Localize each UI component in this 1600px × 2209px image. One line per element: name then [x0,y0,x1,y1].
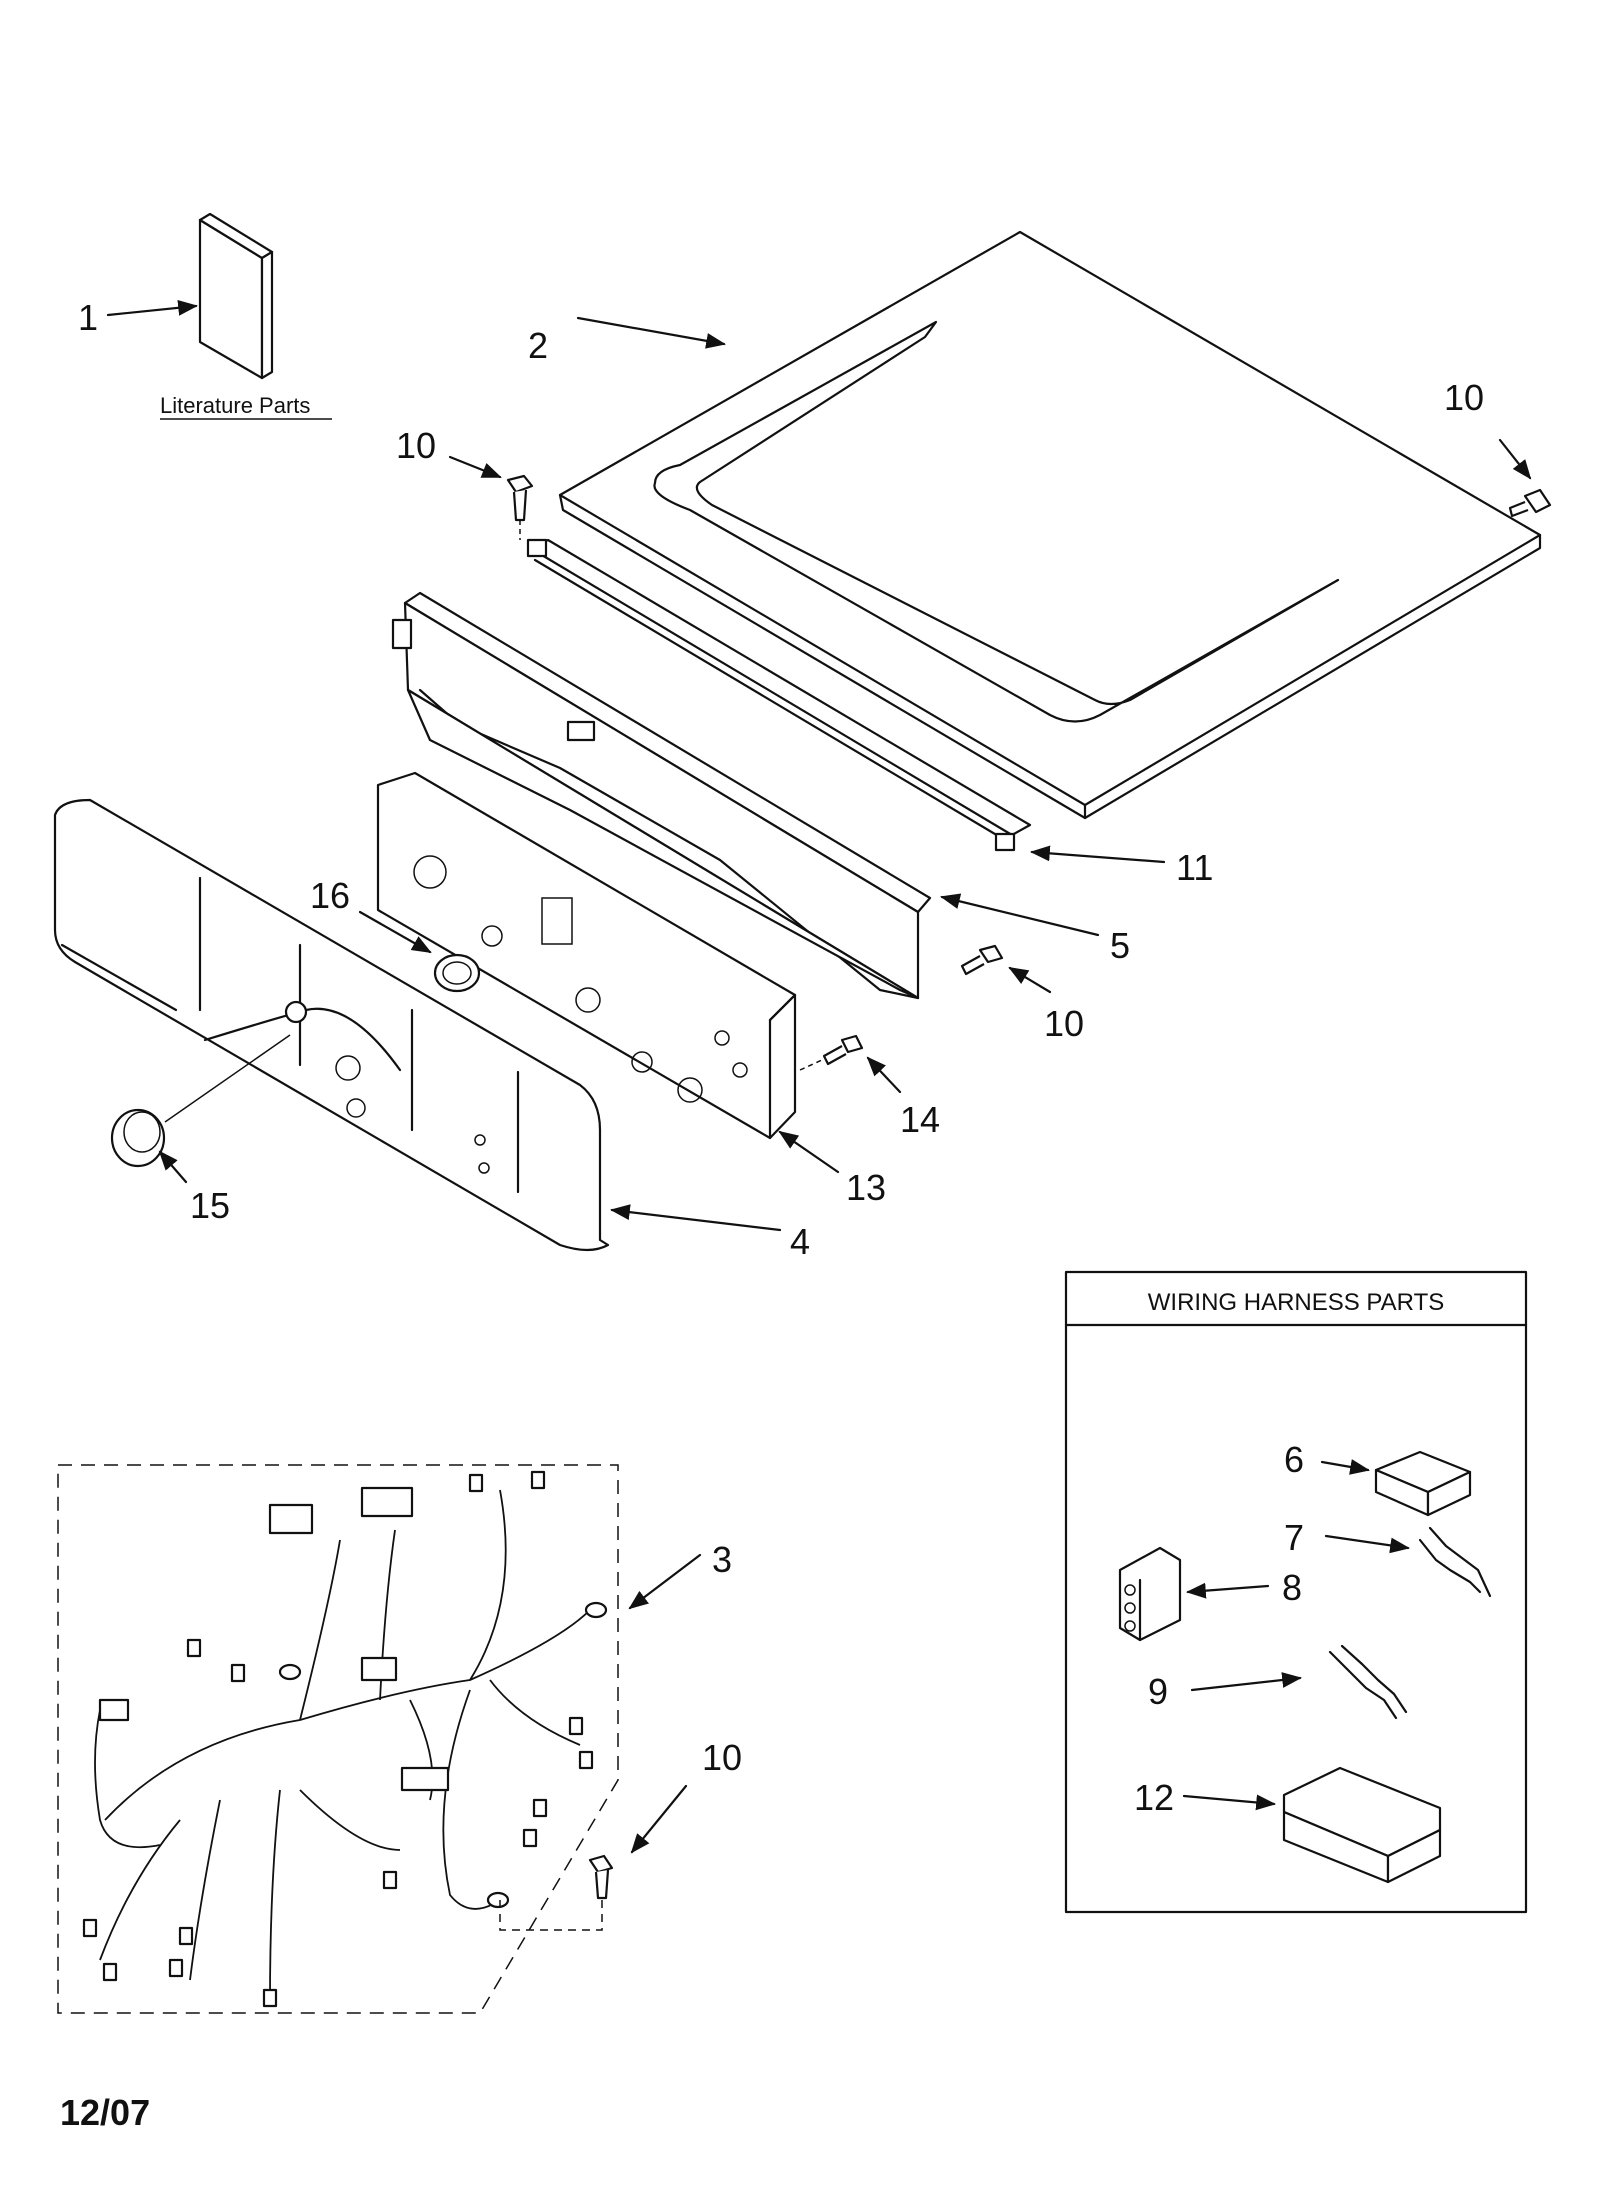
callout-10-bottom: 10 [702,1737,742,1778]
callout-6: 6 [1284,1439,1304,1480]
callout-arrow-6 [1320,1459,1370,1475]
callout-arrow-1 [106,299,198,317]
callout-arrow-3 [628,1553,702,1610]
harness-dashed-boundary [57,1464,619,2014]
screw-mid [960,944,1004,976]
connector-housing-12 [1282,1766,1442,1884]
callout-13: 13 [846,1167,886,1208]
callout-arrow-5 [940,893,1100,937]
harness-box-title: WIRING HARNESS PARTS [1148,1289,1444,1316]
wire-harness [82,1470,608,2008]
screw-top-left [506,474,534,522]
callout-arrow-10-top-left [448,455,502,479]
control-board [376,771,797,1140]
callout-11: 11 [1176,847,1213,888]
literature-parts-label: Literature Parts [160,393,310,418]
screw-top-right [1508,488,1552,518]
callout-arrow-13 [778,1130,840,1174]
callout-arrow-8 [1186,1582,1270,1599]
screw-bottom [588,1854,614,1900]
callout-10-top-left: 10 [396,425,436,466]
terminal-9 [1328,1644,1408,1720]
callout-10-mid: 10 [1044,1003,1084,1044]
callout-15: 15 [190,1185,230,1226]
callout-arrow-10-bottom [630,1784,688,1854]
callout-arrow-11 [1030,845,1166,864]
callout-arrow-9 [1190,1672,1302,1692]
callout-7: 7 [1284,1517,1304,1558]
callout-10-top-right: 10 [1444,377,1484,418]
screw14-guide [799,1059,823,1071]
callout-arrow-16 [358,910,432,954]
support-rail [526,538,1032,852]
callout-9: 9 [1148,1671,1168,1712]
knob [110,1108,166,1168]
callout-5: 5 [1110,925,1130,966]
console-panel [53,798,610,1252]
callout-12: 12 [1134,1777,1174,1818]
top-panel [558,230,1542,820]
date-code: 12/07 [60,2092,150,2133]
knob-ring [433,953,481,993]
screw-bottom-guide [499,1898,603,1931]
knob-guide-line [164,1034,291,1123]
callout-3: 3 [712,1539,732,1580]
callout-8: 8 [1282,1567,1302,1608]
callout-1: 1 [78,297,98,338]
callout-arrow-10-mid [1008,966,1052,994]
screw-14 [822,1034,864,1066]
callout-arrow-10-top-right [1498,438,1532,480]
wire-harness-group [57,1464,619,2014]
callout-arrow-15 [158,1150,188,1184]
callout-16: 16 [310,875,350,916]
callout-4: 4 [790,1221,810,1262]
callout-14: 14 [900,1099,940,1140]
connector-6 [1374,1450,1472,1517]
console-frame [391,591,932,1000]
terminal-7 [1418,1526,1492,1598]
callout-arrow-4 [610,1204,782,1232]
callout-arrow-7 [1324,1534,1410,1554]
callout-arrow-12 [1182,1794,1276,1811]
callout-arrow-14 [866,1056,902,1094]
wiring-harness-parts-box: WIRING HARNESS PARTS [1064,1270,1528,1914]
callout-arrow-2 [576,316,726,349]
callout-2: 2 [528,325,548,366]
connector-8 [1118,1546,1182,1642]
literature-booklet [198,212,274,380]
